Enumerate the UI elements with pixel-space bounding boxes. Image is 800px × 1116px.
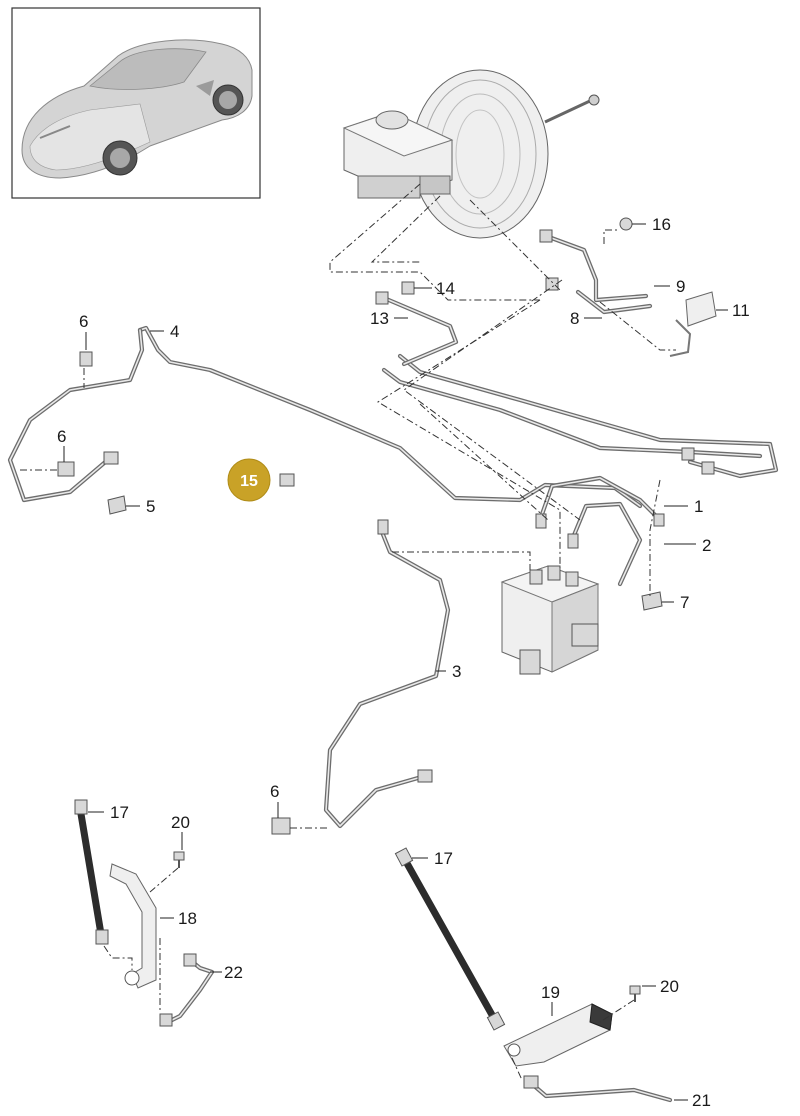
brake-hoses bbox=[74, 799, 506, 1031]
callout-16[interactable]: 16 bbox=[652, 215, 671, 234]
callout-20-bottom[interactable]: 20 bbox=[660, 977, 679, 996]
callout-6-top[interactable]: 6 bbox=[79, 312, 88, 331]
callout-13[interactable]: 13 bbox=[370, 309, 389, 328]
callout-6-mid[interactable]: 6 bbox=[57, 427, 66, 446]
small-parts bbox=[57, 217, 715, 1089]
callout-badge-15-label: 15 bbox=[240, 473, 258, 490]
callout-5[interactable]: 5 bbox=[146, 497, 155, 516]
callout-badge-15[interactable]: 15 bbox=[227, 458, 271, 502]
callout-22[interactable]: 22 bbox=[224, 963, 243, 982]
callout-20-top[interactable]: 20 bbox=[171, 813, 190, 832]
callout-18[interactable]: 18 bbox=[178, 909, 197, 928]
callout-17-right[interactable]: 17 bbox=[434, 849, 453, 868]
callout-4[interactable]: 4 bbox=[170, 322, 179, 341]
callout-3[interactable]: 3 bbox=[452, 662, 461, 681]
callouts: 1 2 3 4 5 6 6 6 7 8 9 11 13 bbox=[57, 215, 750, 1110]
callout-7[interactable]: 7 bbox=[680, 593, 689, 612]
callout-19[interactable]: 19 bbox=[541, 983, 560, 1002]
callout-6-bottom[interactable]: 6 bbox=[270, 782, 279, 801]
vehicle-thumbnail bbox=[11, 7, 261, 199]
brake-booster-icon bbox=[342, 69, 600, 239]
callout-1[interactable]: 1 bbox=[694, 497, 703, 516]
brake-pipes bbox=[7, 233, 779, 1103]
brackets bbox=[109, 291, 717, 1067]
car-thumbnail-icon bbox=[21, 39, 253, 179]
abs-unit-icon bbox=[500, 565, 600, 675]
assembly-lines bbox=[20, 183, 676, 1081]
callout-2[interactable]: 2 bbox=[702, 536, 711, 555]
callout-14[interactable]: 14 bbox=[436, 279, 455, 298]
callout-21[interactable]: 21 bbox=[692, 1091, 711, 1110]
callout-11[interactable]: 11 bbox=[732, 301, 750, 320]
callout-8[interactable]: 8 bbox=[570, 309, 579, 328]
callout-9[interactable]: 9 bbox=[676, 277, 685, 296]
callout-17-left[interactable]: 17 bbox=[110, 803, 129, 822]
